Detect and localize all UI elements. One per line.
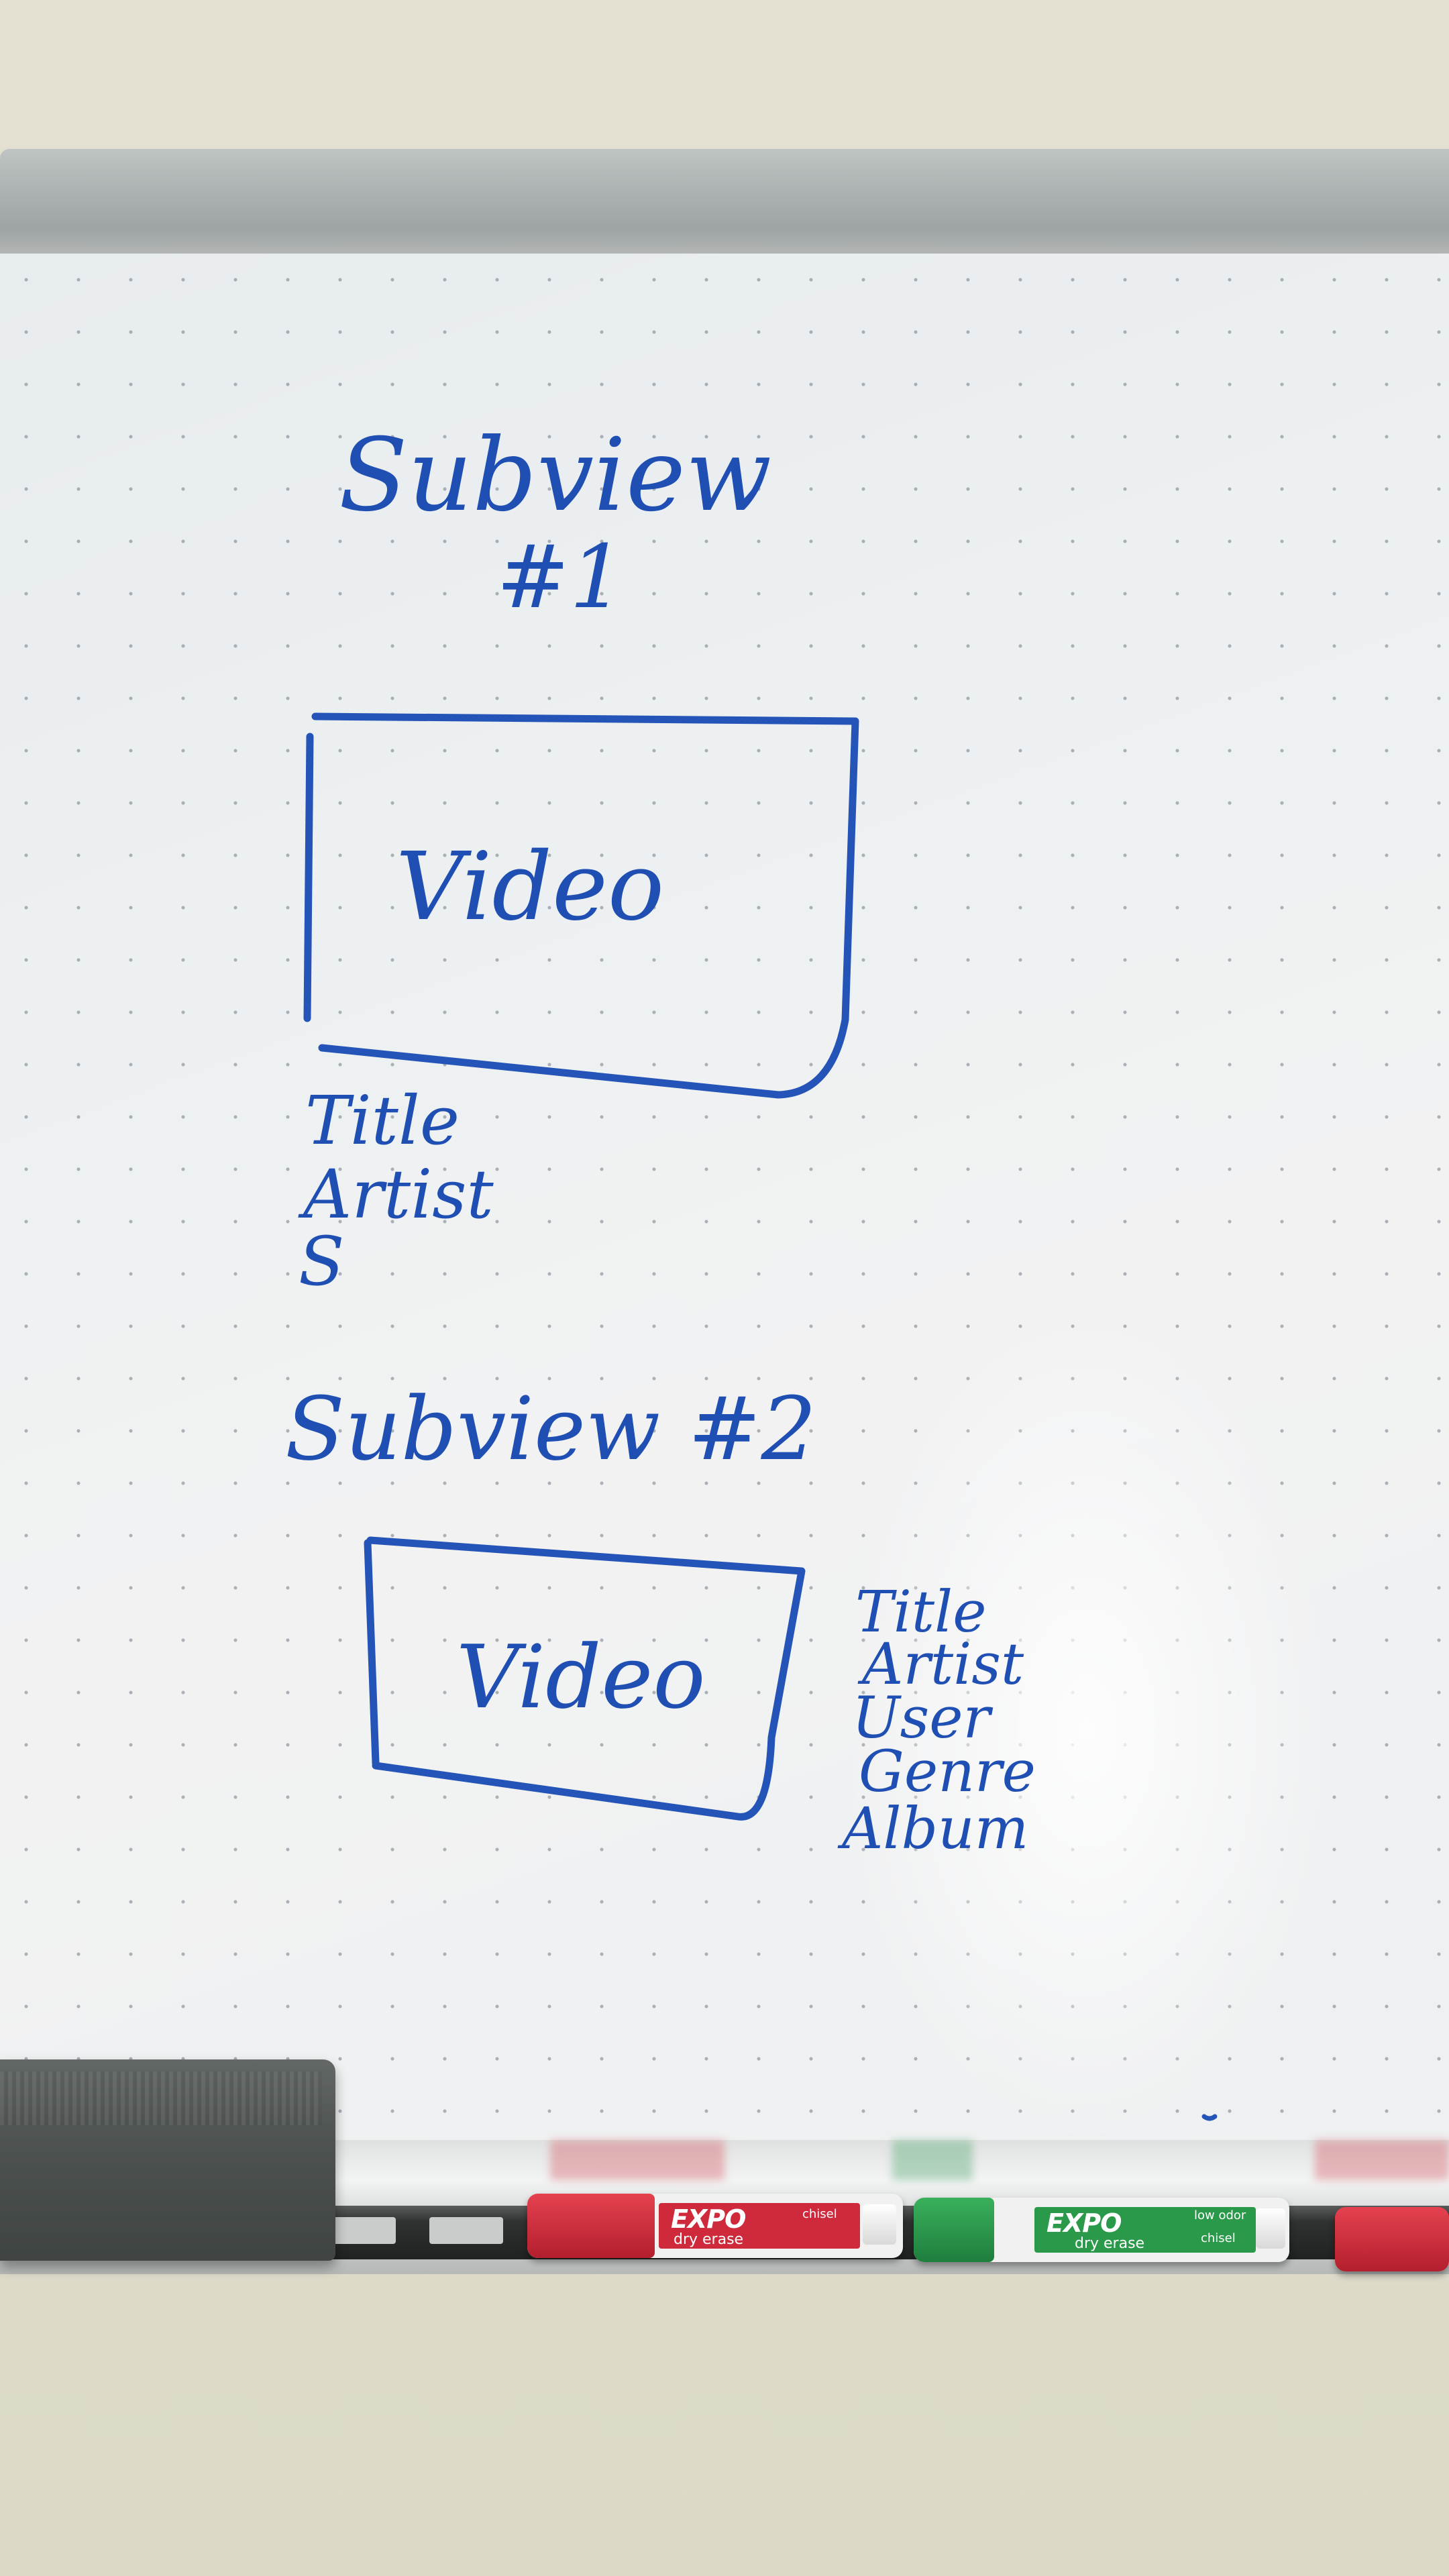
marker-side-label: chisel bbox=[1201, 2231, 1236, 2245]
marker-subtitle: dry erase bbox=[1075, 2235, 1145, 2252]
subview1-field-artist: Artist bbox=[298, 1155, 494, 1234]
subview1-number: #1 bbox=[496, 526, 625, 628]
red-marker[interactable]: EXPO dry erase chisel bbox=[527, 2194, 903, 2258]
marker-tip bbox=[1256, 2208, 1285, 2249]
subview2-heading: Subview #2 bbox=[285, 1378, 816, 1480]
marker-brand: EXPO bbox=[671, 2204, 746, 2234]
red-marker-partial[interactable] bbox=[1335, 2207, 1449, 2271]
marker-cap bbox=[914, 2198, 994, 2262]
tray-slot bbox=[429, 2217, 503, 2244]
subview2-field-artist: Artist bbox=[857, 1631, 1024, 1698]
marker-subtitle: dry erase bbox=[674, 2231, 744, 2248]
marker-reflection bbox=[892, 2140, 973, 2180]
green-marker[interactable]: EXPO dry erase low odor chisel bbox=[914, 2198, 1289, 2262]
whiteboard-surface bbox=[0, 254, 1449, 2145]
subview2-field-album: Album bbox=[837, 1796, 1028, 1862]
marker-label: EXPO dry erase chisel bbox=[659, 2203, 860, 2249]
subview2-video-label: Video bbox=[456, 1626, 706, 1728]
marker-label: EXPO dry erase low odor chisel bbox=[1034, 2207, 1256, 2253]
subview1-video-box bbox=[311, 712, 859, 1099]
marker-extra-label: low odor bbox=[1194, 2208, 1246, 2222]
subview1-video-label: Video bbox=[396, 833, 664, 942]
marker-brand: EXPO bbox=[1046, 2208, 1122, 2238]
marker-tip bbox=[863, 2204, 896, 2245]
subview1-field-s: S bbox=[299, 1222, 345, 1301]
subview2-video-box-left-edge bbox=[364, 1539, 380, 1767]
marker-reflection bbox=[1315, 2140, 1449, 2180]
subview2-field-user: User bbox=[852, 1685, 994, 1752]
marker-reflection bbox=[550, 2140, 724, 2180]
eraser[interactable] bbox=[0, 2059, 335, 2261]
subview2-field-genre: Genre bbox=[859, 1739, 1036, 1805]
ink-mark bbox=[1201, 2114, 1218, 2121]
subview2-video-box bbox=[366, 1536, 806, 1821]
subview2-field-title: Title bbox=[855, 1579, 987, 1646]
subview1-video-box-left-edge bbox=[303, 733, 314, 1022]
marker-side-label: chisel bbox=[802, 2207, 837, 2221]
subview1-heading: Subview bbox=[339, 417, 771, 534]
marker-cap bbox=[527, 2194, 655, 2258]
subview1-field-title: Title bbox=[305, 1081, 460, 1160]
